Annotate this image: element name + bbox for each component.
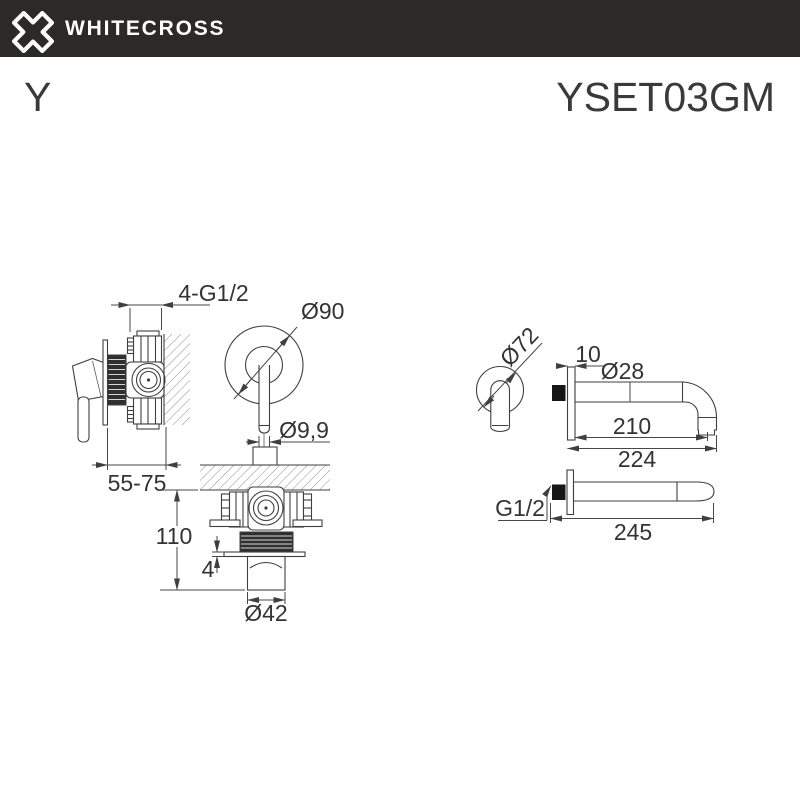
dim-ports: 4-G1/2 [111, 280, 249, 332]
dim-thread-label: G1/2 [495, 495, 545, 521]
spout-wall-plate-top [566, 469, 575, 516]
brand-name: WHITECROSS [65, 16, 226, 40]
brand-header: WHITECROSS [0, 0, 800, 57]
wall-hatch-band [200, 465, 330, 490]
mixer-front-view: Ø90 Ø9,9 [224, 298, 344, 462]
dim-height: 110 [156, 489, 245, 591]
dim-reach-label: 210 [613, 413, 651, 439]
series-title: Y [24, 74, 52, 120]
dim-plate-thickness: 4 [202, 536, 224, 582]
dim-tube-diameter: Ø28 [601, 358, 644, 402]
dim-base-diameter-label: Ø42 [244, 600, 287, 626]
wall-hatch [164, 334, 190, 425]
spout-front-tube [490, 380, 511, 433]
spout-tube-top [572, 481, 715, 502]
ribbed-sleeve-bottom [239, 531, 294, 553]
handle-grip [77, 396, 90, 443]
dim-ports-label: 4-G1/2 [178, 280, 248, 306]
dim-plate-thickness-label: 4 [202, 556, 215, 582]
handle-lever [71, 357, 105, 402]
spout-wall-plate-side [566, 366, 576, 441]
dim-reach: 210 [574, 413, 708, 441]
top-port [126, 330, 163, 363]
dim-spout-plate-thickness: 10 [556, 341, 605, 369]
spout-top-view: G1/2 245 [495, 469, 715, 545]
dim-height-label: 110 [156, 523, 193, 549]
thread-connector [552, 385, 566, 401]
dim-base-diameter: Ø42 [244, 592, 288, 626]
spout-tube-side [574, 381, 718, 436]
base-cylinder [246, 555, 286, 591]
ribbed-sleeve [107, 354, 127, 406]
escutcheon-plate-edge [223, 551, 306, 558]
bottom-port [126, 397, 163, 430]
dim-stem: Ø9,9 [246, 417, 330, 462]
dim-depth-label: 55-75 [108, 470, 167, 496]
spout-side-view: Ø72 10 Ø28 210 [475, 322, 718, 472]
dim-length: 245 [550, 503, 714, 545]
dim-total-reach: 224 [567, 435, 717, 472]
dim-stem-label: Ø9,9 [279, 417, 329, 443]
thread-connector-top [552, 484, 566, 500]
mixer-side-view: 4-G1/2 55-75 [71, 280, 249, 496]
dim-length-label: 245 [614, 519, 652, 545]
escutcheon-side [102, 339, 109, 426]
dim-depth: 55-75 [92, 427, 181, 496]
dim-total-reach-label: 224 [618, 446, 657, 472]
dim-spout-escutcheon-label: Ø72 [495, 322, 544, 371]
dim-spout-plate-thickness-label: 10 [575, 341, 601, 367]
handle-stem [258, 365, 271, 434]
title-row: Y YSET03GM [0, 74, 800, 120]
dim-escutcheon-label: Ø90 [301, 298, 344, 324]
mixer-bottom-view: 110 4 Ø42 [156, 446, 330, 626]
outlet-stub [252, 446, 278, 466]
whitecross-x-icon [11, 10, 55, 53]
model-code: YSET03GM [556, 74, 775, 120]
dim-tube-diameter-label: Ø28 [601, 358, 644, 384]
dim-thread: G1/2 [495, 485, 552, 521]
